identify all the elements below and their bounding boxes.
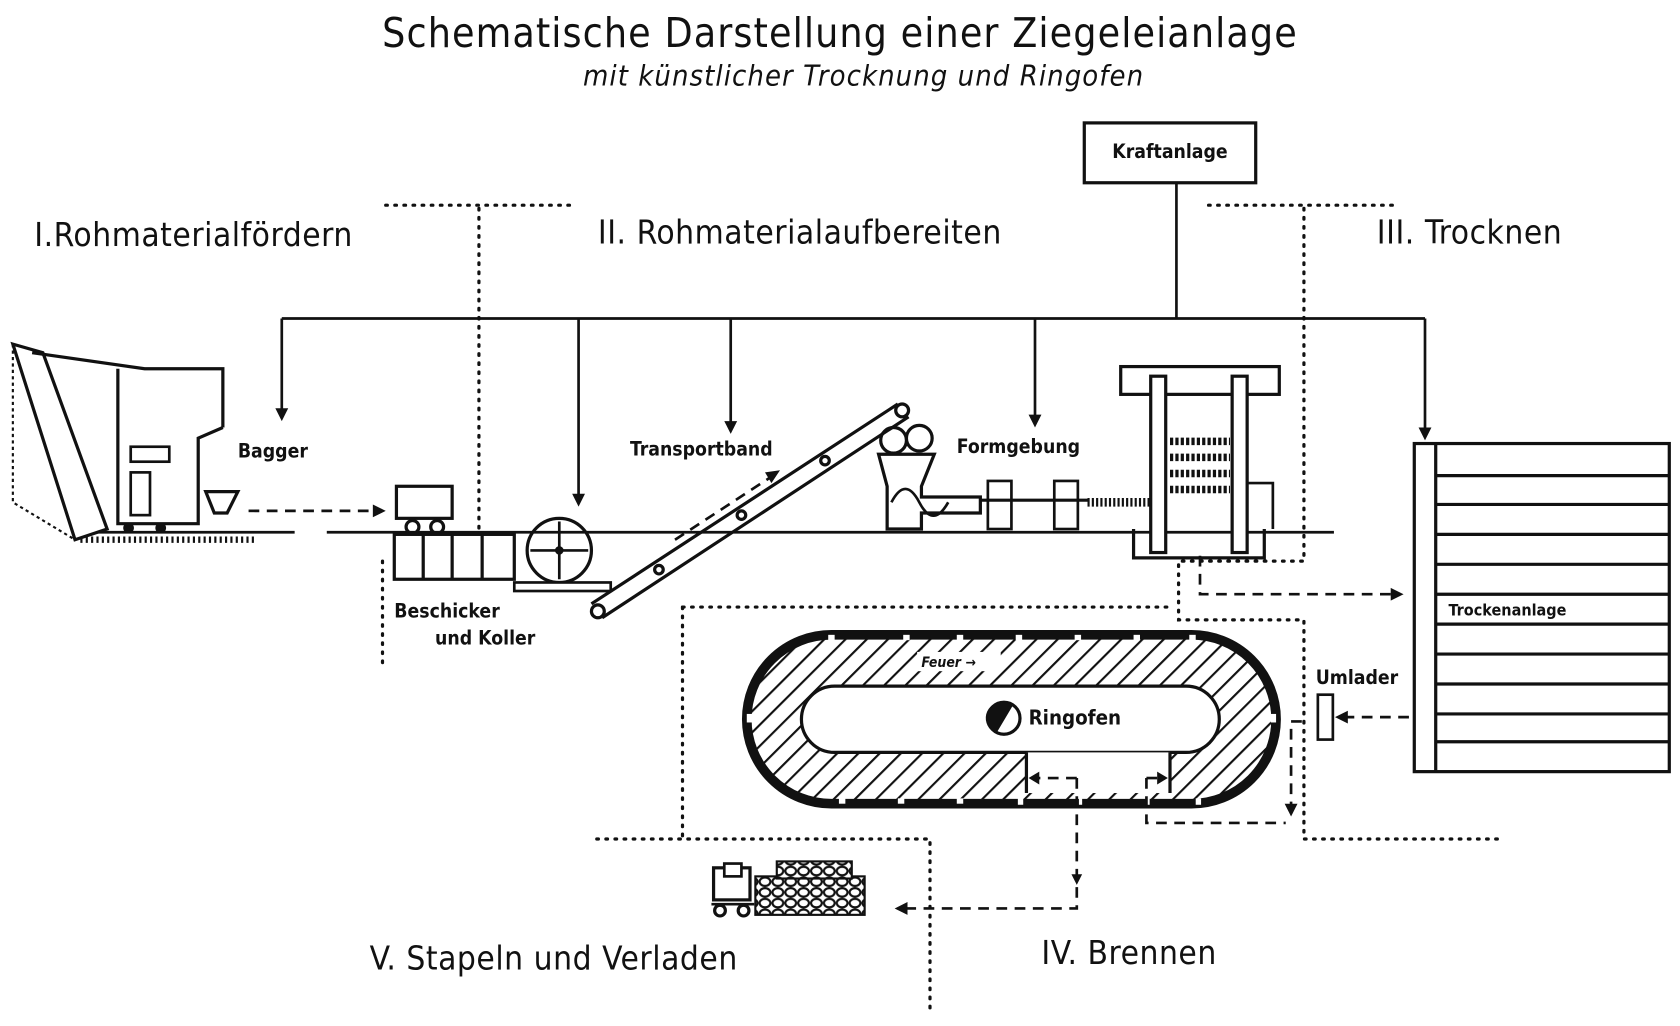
bagger-label: Bagger (238, 439, 309, 462)
transportband-conveyor: Transportband (589, 402, 911, 620)
transportband-label: Transportband (630, 437, 773, 460)
ringofen-kiln: Feuer → Ringofen (741, 630, 1286, 825)
section-2-label: II. Rohmaterialaufbereiten (598, 213, 1002, 252)
formgebung-label: Formgebung (957, 435, 1080, 458)
brick-elevator (1119, 364, 1281, 560)
brick-stack-and-cart (711, 860, 866, 918)
section-3-label: III. Trocknen (1377, 213, 1562, 252)
flow-press-to-dryer (1198, 555, 1393, 596)
ringofen-label: Ringofen (1029, 706, 1122, 730)
flow-umlader-to-ringofen (1289, 720, 1302, 807)
section-1-label: I.Rohmaterialfördern (34, 215, 353, 254)
section-boundaries (380, 203, 1502, 1012)
power-lines (275, 182, 1432, 507)
section-5-label: V. Stapeln und Verladen (370, 938, 738, 977)
flow-ringofen-to-stack (905, 778, 1079, 910)
feuer-label: Feuer → (921, 655, 975, 671)
trockenanlage-label: Trockenanlage (1449, 601, 1567, 620)
beschicker-koller: Beschicker und Koller (392, 484, 613, 649)
beschicker-label-line1: Beschicker (394, 600, 500, 623)
umlader-label: Umlader (1316, 666, 1399, 689)
formgebung-press: Formgebung (876, 423, 1168, 531)
diagram-subtitle: mit künstlicher Trocknung und Ringofen (583, 59, 1144, 93)
trockenanlage: Trockenanlage (1412, 441, 1671, 774)
kraftanlage-box: Kraftanlage (1082, 121, 1258, 185)
umlader: Umlader (1316, 666, 1399, 741)
kraftanlage-label: Kraftanlage (1112, 140, 1227, 163)
diagram-title: Schematische Darstellung einer Ziegeleia… (382, 9, 1298, 57)
bagger-excavator: Bagger (10, 341, 309, 543)
section-4-label: IV. Brennen (1041, 933, 1216, 972)
beschicker-label-line2: und Koller (435, 626, 536, 649)
